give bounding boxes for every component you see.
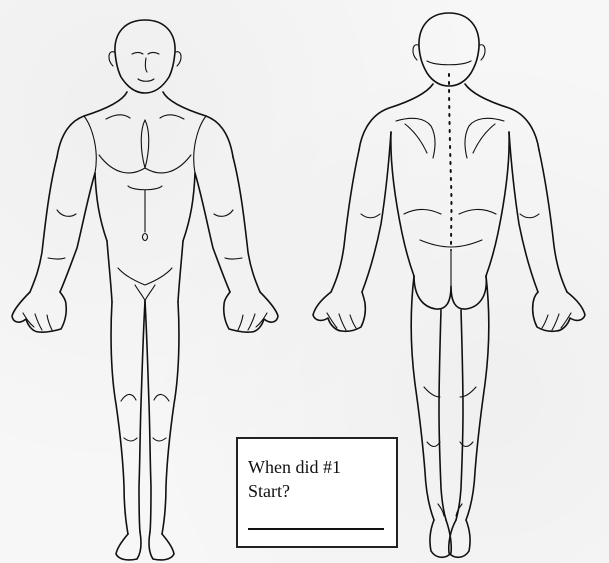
onset-question-text: When did #1 Start? [248, 455, 398, 503]
onset-question-box: When did #1 Start? [236, 437, 398, 548]
onset-answer-line[interactable] [248, 528, 384, 530]
